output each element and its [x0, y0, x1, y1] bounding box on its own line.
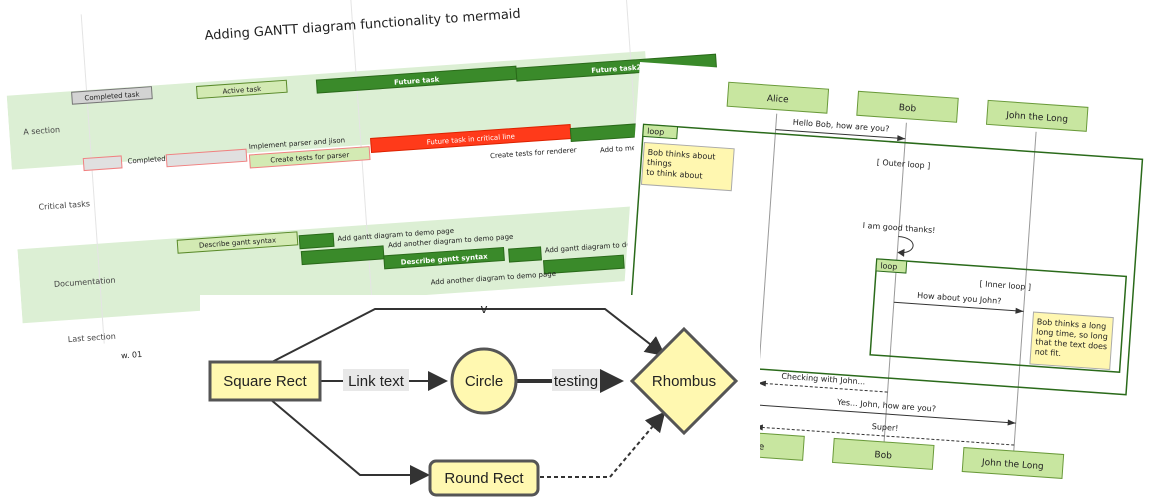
edge-square-rhombus-top	[269, 308, 666, 364]
gantt-section-doc: Documentation	[54, 276, 116, 289]
task-create-tests-renderer-label: Create tests for renderer	[490, 146, 577, 160]
msg-checking-arrow	[757, 382, 888, 393]
task-describe-bar[interactable]	[383, 246, 505, 270]
node-round-rect-label: Round Rect	[444, 470, 524, 487]
task-add-another2[interactable]	[542, 254, 625, 275]
node-rhombus[interactable]	[629, 326, 739, 436]
task-create-tests-parser[interactable]	[248, 146, 371, 169]
gantt-section-last: Last section	[68, 332, 117, 344]
note-bob	[640, 141, 735, 192]
note-long-line4: not fit.	[1034, 347, 1061, 358]
msg-super-label: Super!	[871, 422, 898, 433]
edge-label-v: v	[481, 301, 488, 316]
edge-square-round	[269, 398, 430, 485]
task-add-demo2[interactable]	[508, 246, 542, 263]
gantt-section-a: A section	[23, 125, 60, 137]
flowchart: Link text testing v Square Rect Circle R…	[200, 295, 760, 497]
gantt-svg: Adding GANTT diagram functionality to me…	[6, 0, 717, 360]
msg-hello-arrow	[775, 129, 906, 140]
actor-alice-top[interactable]	[726, 81, 830, 114]
edge-label-bg-link	[343, 369, 409, 391]
edge-label-testing: testing	[554, 373, 598, 390]
actor-bob-bottom[interactable]	[832, 437, 935, 470]
loop-outer-tag	[642, 123, 679, 140]
loop-inner-tag-label: loop	[880, 261, 898, 271]
actor-alice-top-label: Alice	[767, 94, 790, 106]
task-future2-label: Future task2	[591, 63, 642, 74]
edge-round-rhombus-dotted	[540, 411, 666, 478]
msg-super-arrow	[754, 426, 1015, 446]
task-completed[interactable]	[71, 86, 153, 105]
msg-hello-label: Hello Bob, how are you?	[792, 118, 889, 134]
node-square-rect[interactable]	[208, 360, 322, 402]
node-circle[interactable]	[450, 347, 518, 415]
actor-bob-top[interactable]	[856, 90, 959, 123]
msg-checking-head	[757, 380, 767, 387]
flowchart-svg: Link text testing v Square Rect Circle R…	[208, 301, 739, 497]
loop-inner-tag	[875, 258, 908, 274]
actor-bob-bottom-label: Bob	[874, 450, 892, 461]
gantt-title: Adding GANTT diagram functionality to me…	[204, 7, 521, 44]
task-future-label: Future task	[394, 76, 440, 87]
msg-good-head	[897, 248, 905, 257]
node-round-rect[interactable]	[428, 459, 540, 497]
msg-yes-arrow	[756, 404, 1016, 424]
msg-hello-head	[897, 135, 906, 142]
task-add-mermaid-label: Add to mermaid	[600, 143, 657, 155]
task-add-another[interactable]	[300, 245, 385, 266]
msg-howjohn-label: How about you John?	[917, 291, 1002, 306]
note-bob-line2: things	[647, 158, 672, 169]
gantt-axis-label: w. 01	[121, 350, 143, 360]
loop-outer-tag-label: loop	[647, 127, 665, 137]
node-square-rect-label: Square Rect	[223, 373, 307, 390]
msg-yes-head	[1007, 419, 1016, 426]
actor-bob-top-label: Bob	[898, 103, 916, 114]
actor-john-bottom[interactable]	[961, 446, 1065, 479]
edge-label-link-text: Link text	[348, 373, 405, 390]
gantt-band-doc	[17, 204, 662, 324]
note-bob-line3: to think about	[646, 168, 703, 181]
edge-label-bg-testing	[552, 369, 600, 391]
loop-outer	[626, 123, 1144, 396]
loop-inner-label: [ Inner loop ]	[979, 279, 1031, 292]
task-implement[interactable]	[165, 148, 248, 168]
task-crit-completed[interactable]	[82, 155, 123, 172]
task-completed-label: Completed task	[84, 90, 141, 102]
actor-john-bottom-label: John the Long	[981, 458, 1044, 472]
gantt-diagram: Adding GANTT diagram functionality to me…	[6, 0, 717, 361]
loop-outer-label: [ Outer loop ]	[876, 158, 930, 171]
actor-john-top-label: John the Long	[1005, 111, 1068, 125]
msg-howjohn-arrow	[893, 301, 1024, 312]
task-active-label: Active task	[222, 85, 262, 96]
msg-checking-label: Checking with John...	[781, 372, 865, 387]
node-rhombus-label: Rhombus	[652, 373, 716, 390]
task-add-demo[interactable]	[298, 232, 335, 250]
task-describe[interactable]	[176, 231, 299, 254]
note-long	[1029, 311, 1114, 371]
task-active[interactable]	[195, 79, 288, 100]
msg-howjohn-head	[1015, 307, 1024, 314]
msg-good-loop	[898, 235, 914, 254]
node-circle-label: Circle	[465, 373, 503, 390]
task-future2[interactable]	[515, 53, 717, 82]
gantt-section-critical: Critical tasks	[38, 199, 90, 212]
actor-john-top[interactable]	[985, 99, 1089, 132]
loop-inner	[869, 258, 1128, 374]
